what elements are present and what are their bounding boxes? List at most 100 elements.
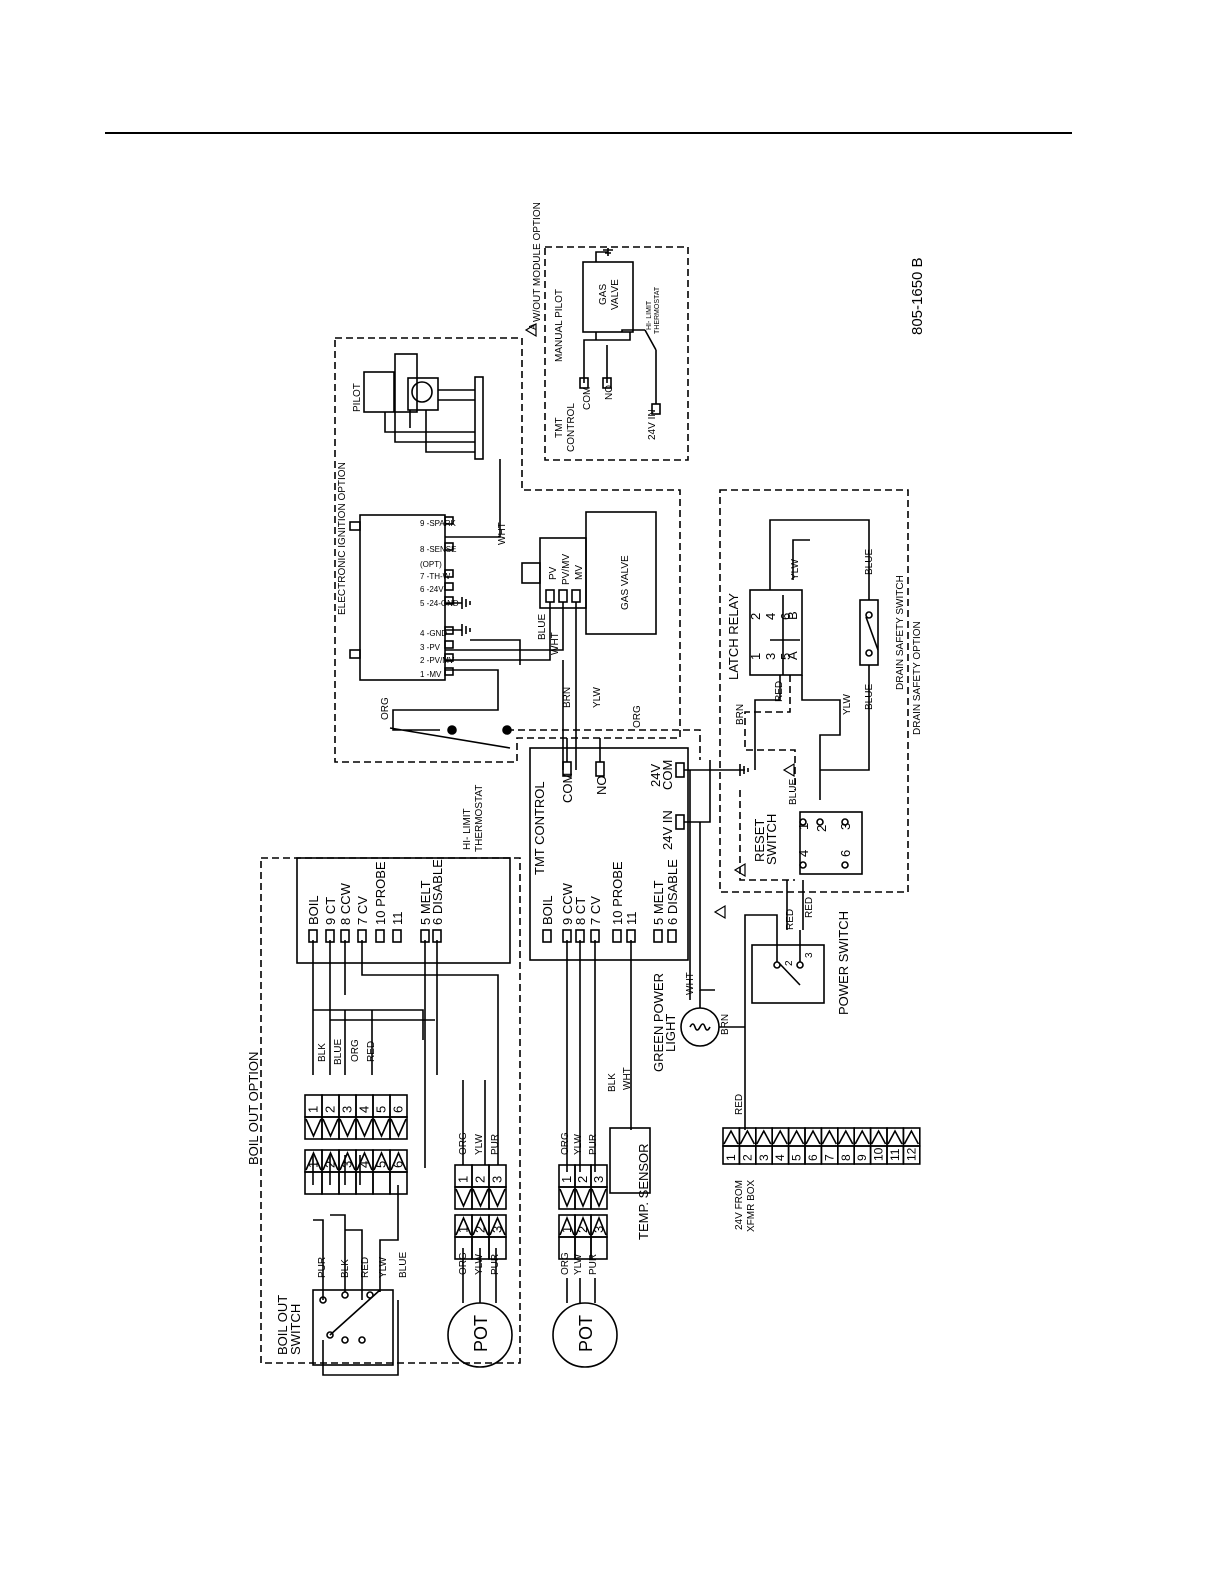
mp-no-label: NO bbox=[604, 385, 615, 400]
tmt-terminal-label: 9 CCW bbox=[560, 882, 575, 925]
connector-pin-label: 1 bbox=[306, 1106, 321, 1113]
manual-pilot-box bbox=[544, 246, 689, 461]
electronic-ignition-box bbox=[334, 337, 681, 763]
boil-out-switch-wiring bbox=[313, 1185, 399, 1376]
connector-arrow bbox=[559, 1215, 575, 1236]
gas-valve-label: GAS VALVE bbox=[620, 555, 631, 610]
ignition-terminal bbox=[444, 569, 454, 578]
xfmr-pin-label: 7 bbox=[822, 1154, 836, 1161]
mp-hi-limit-label-a: HI- LIMIT bbox=[646, 300, 653, 330]
power-switch-section: POWER SWITCH 2 3 RED RED RED bbox=[734, 880, 851, 1130]
ei-title: ELECTRONIC IGNITION OPTION bbox=[337, 462, 348, 615]
wire-wht-label-3: WHT bbox=[622, 1067, 633, 1090]
connector-pin-label: 1 bbox=[559, 1226, 574, 1233]
ground-symbol bbox=[445, 624, 471, 636]
tmt-terminal-label: 8 CT bbox=[573, 897, 588, 925]
wire-pur-label-3: PUR bbox=[490, 1134, 501, 1155]
wire-ylw-label-5: YLW bbox=[378, 1257, 389, 1278]
boil-out-pot-label: POT bbox=[471, 1315, 491, 1352]
mp-24vin-label: 24V IN bbox=[647, 409, 658, 440]
manual-pilot-title: W/OUT MODULE OPTION bbox=[532, 202, 543, 322]
boil-out-wiring bbox=[312, 940, 499, 1185]
boil-out-terminal-label: 11 bbox=[390, 912, 405, 926]
wire-brn-label: BRN bbox=[562, 687, 573, 708]
xfmr-pin-label: 6 bbox=[806, 1154, 820, 1161]
switch-contact bbox=[796, 961, 804, 969]
xfmr-label-b: XFMR BOX bbox=[746, 1179, 757, 1232]
xfmr-pin-label: 11 bbox=[888, 1148, 902, 1161]
tmt-24vcom-terminal bbox=[675, 762, 685, 778]
connector-arrow bbox=[322, 1118, 339, 1138]
connector-arrow bbox=[805, 1129, 821, 1145]
hi-limit-label-b: THERMOSTAT bbox=[474, 785, 485, 852]
connector-pin-cell bbox=[590, 1186, 608, 1210]
connector-pin-label: 3 bbox=[591, 1176, 606, 1183]
connector-pin-label: 2 bbox=[323, 1106, 338, 1113]
gv-term bbox=[545, 589, 555, 603]
tmt-terminal-label: 10 PROBE bbox=[610, 861, 625, 925]
wire-org-label-6: ORG bbox=[458, 1132, 469, 1155]
ignition-terminal-label: 5 -24-GND bbox=[420, 599, 459, 608]
boil-out-switch-label-b: SWITCH bbox=[288, 1304, 303, 1355]
connector-pin-cell bbox=[338, 1171, 357, 1195]
connector-pin-label: 5 bbox=[374, 1106, 389, 1113]
boil-out-switch-label-a: BOIL OUT bbox=[275, 1295, 290, 1355]
ignition-terminal-label: (OPT) bbox=[420, 560, 442, 569]
latch-relay-pin-label: 4 bbox=[763, 613, 778, 620]
ignition-terminal bbox=[444, 516, 454, 525]
connector-pin-cell bbox=[372, 1171, 391, 1195]
boil-out-terminal-label: 6 DISABLE bbox=[430, 859, 445, 925]
pilot-assembly bbox=[363, 353, 484, 460]
ground-symbol bbox=[445, 597, 471, 609]
drawing-number: 805-1650 B bbox=[909, 257, 926, 335]
power-wiring bbox=[744, 880, 804, 1130]
tmt-terminal-label: 5 MELT bbox=[651, 880, 666, 925]
connector-pin-label: 6 bbox=[391, 1161, 406, 1168]
hi-limit-label-a: HI- LIMIT bbox=[462, 808, 473, 850]
switch-contact bbox=[865, 649, 873, 657]
junction-dot bbox=[447, 725, 457, 735]
tmt-control-title: TMT CONTROL bbox=[532, 781, 547, 875]
ignition-terminal bbox=[444, 596, 454, 605]
drain-safety-box bbox=[719, 489, 909, 893]
switch-contact bbox=[816, 818, 824, 826]
connector-arrow bbox=[559, 1188, 575, 1209]
ignition-terminal bbox=[444, 653, 454, 662]
wire-ylw-label-3: YLW bbox=[573, 1254, 584, 1275]
xfmr-pin-label: 2 bbox=[740, 1154, 754, 1161]
latch-relay-pin-label: 6 bbox=[778, 613, 793, 620]
boil-out-terminal bbox=[392, 929, 402, 943]
wire-ylw-label: YLW bbox=[592, 687, 603, 708]
gv-pvmv: PV/MV bbox=[561, 554, 572, 585]
tmt-terminal bbox=[667, 929, 677, 943]
connector-arrow bbox=[339, 1151, 356, 1171]
connector-pin-label: 5 bbox=[374, 1161, 389, 1168]
tmt-24vin-terminal bbox=[675, 814, 685, 830]
connector-arrow bbox=[373, 1118, 390, 1138]
connector-arrow bbox=[356, 1118, 373, 1138]
connector-arrow bbox=[339, 1118, 356, 1138]
connector-arrow bbox=[390, 1118, 407, 1138]
reset-pin-1: 1 bbox=[796, 823, 811, 830]
connector-pin-label: 1 bbox=[456, 1226, 471, 1233]
connector-arrow bbox=[305, 1151, 322, 1171]
electronic-ignition-section: ELECTRONIC IGNITION OPTION PILOT 1 -MV2 … bbox=[337, 353, 701, 852]
connector-pin-label: 3 bbox=[340, 1106, 355, 1113]
wire-org-label-3: ORG bbox=[560, 1132, 571, 1155]
connector-arrow bbox=[854, 1129, 870, 1145]
switch-contact bbox=[341, 1291, 349, 1299]
wire-red-label-2: RED bbox=[360, 1257, 371, 1278]
gv-mv: MV bbox=[574, 565, 585, 580]
green-power-light: GREEN POWER LIGHT WHT BRN bbox=[651, 972, 745, 1072]
tmt-terminal-label: 11 bbox=[624, 912, 639, 926]
reset-pin-2: 2 bbox=[814, 825, 829, 832]
boil-out-terminal-box bbox=[296, 857, 511, 964]
pot-circle bbox=[552, 1302, 618, 1368]
ignition-terminal-label: 8 -SENSE bbox=[420, 545, 456, 554]
connector-arrow bbox=[455, 1188, 472, 1208]
wire-ylw-label-2: YLW bbox=[573, 1134, 584, 1155]
